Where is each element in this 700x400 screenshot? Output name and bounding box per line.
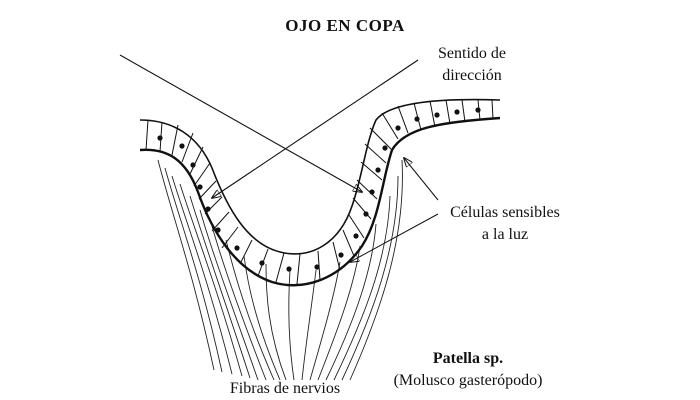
direction-label-line2: dirección [442,67,502,84]
cells-pointer-arrow-upper [404,158,439,201]
cells-label-line1: Células sensibles [450,204,560,221]
cell-layer-inner-edge [139,98,501,255]
cell-layer [139,98,501,287]
light-ray-arrow-left [119,54,362,192]
cell-nuclei [157,107,481,272]
direction-label-line1: Sentido de [438,45,506,62]
species-name: Patella sp. [433,350,503,367]
cells-pointer-arrow-lower [350,213,439,262]
cells-label-line2: a la luz [482,226,528,243]
diagram-title: OJO EN COPA [285,16,405,35]
nerve-fibers [157,159,403,381]
light-ray-arrow-right [212,59,419,198]
cell-layer-outer-edge [139,116,501,287]
species-group: (Molusco gasterópodo) [394,372,543,389]
fibers-label: Fibras de nervios [230,380,340,397]
